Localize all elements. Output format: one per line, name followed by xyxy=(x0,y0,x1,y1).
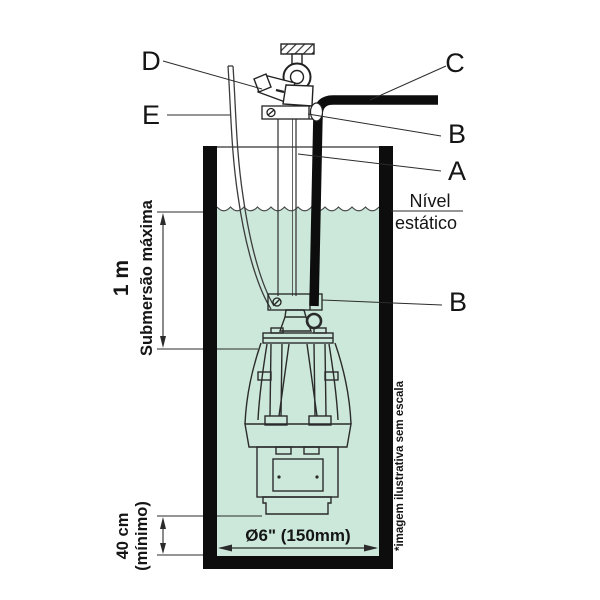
clearance-value: 40 cm xyxy=(114,513,132,560)
submersion-label: Submersão máxima xyxy=(138,199,156,356)
submersible-pump xyxy=(244,309,352,515)
well-diameter-label: Ø6" (150mm) xyxy=(245,526,350,545)
callout-d: D xyxy=(141,46,161,76)
submersion-dimension xyxy=(157,211,258,350)
clamp-grip xyxy=(309,102,324,122)
callout-c: C xyxy=(445,48,465,78)
static-level-label-line2: estático xyxy=(395,213,457,233)
callout-b-lower: B xyxy=(449,287,467,317)
well-structure xyxy=(203,146,393,569)
diameter-dimension xyxy=(218,544,378,552)
ceiling-anchor-plate xyxy=(280,43,315,55)
disclaimer-note: *imagem ilustrativa sem escala xyxy=(394,380,406,551)
clearance-qualifier: (mínimo) xyxy=(133,501,151,571)
well-left-wall xyxy=(203,146,217,569)
well-right-wall xyxy=(379,146,393,569)
mounting-assembly xyxy=(253,43,315,107)
outlet-hose xyxy=(277,119,297,296)
callout-a: A xyxy=(448,156,466,186)
static-level-label-line1: Nível xyxy=(409,191,450,211)
well-bottom xyxy=(203,556,393,569)
well-water xyxy=(216,206,380,556)
electric-cable xyxy=(227,65,275,310)
submersion-value: 1 m xyxy=(110,260,133,296)
pump-side-panel xyxy=(272,458,324,492)
callout-b-upper: B xyxy=(448,119,466,149)
callout-e: E xyxy=(142,100,160,130)
callout-leaders xyxy=(162,60,463,306)
